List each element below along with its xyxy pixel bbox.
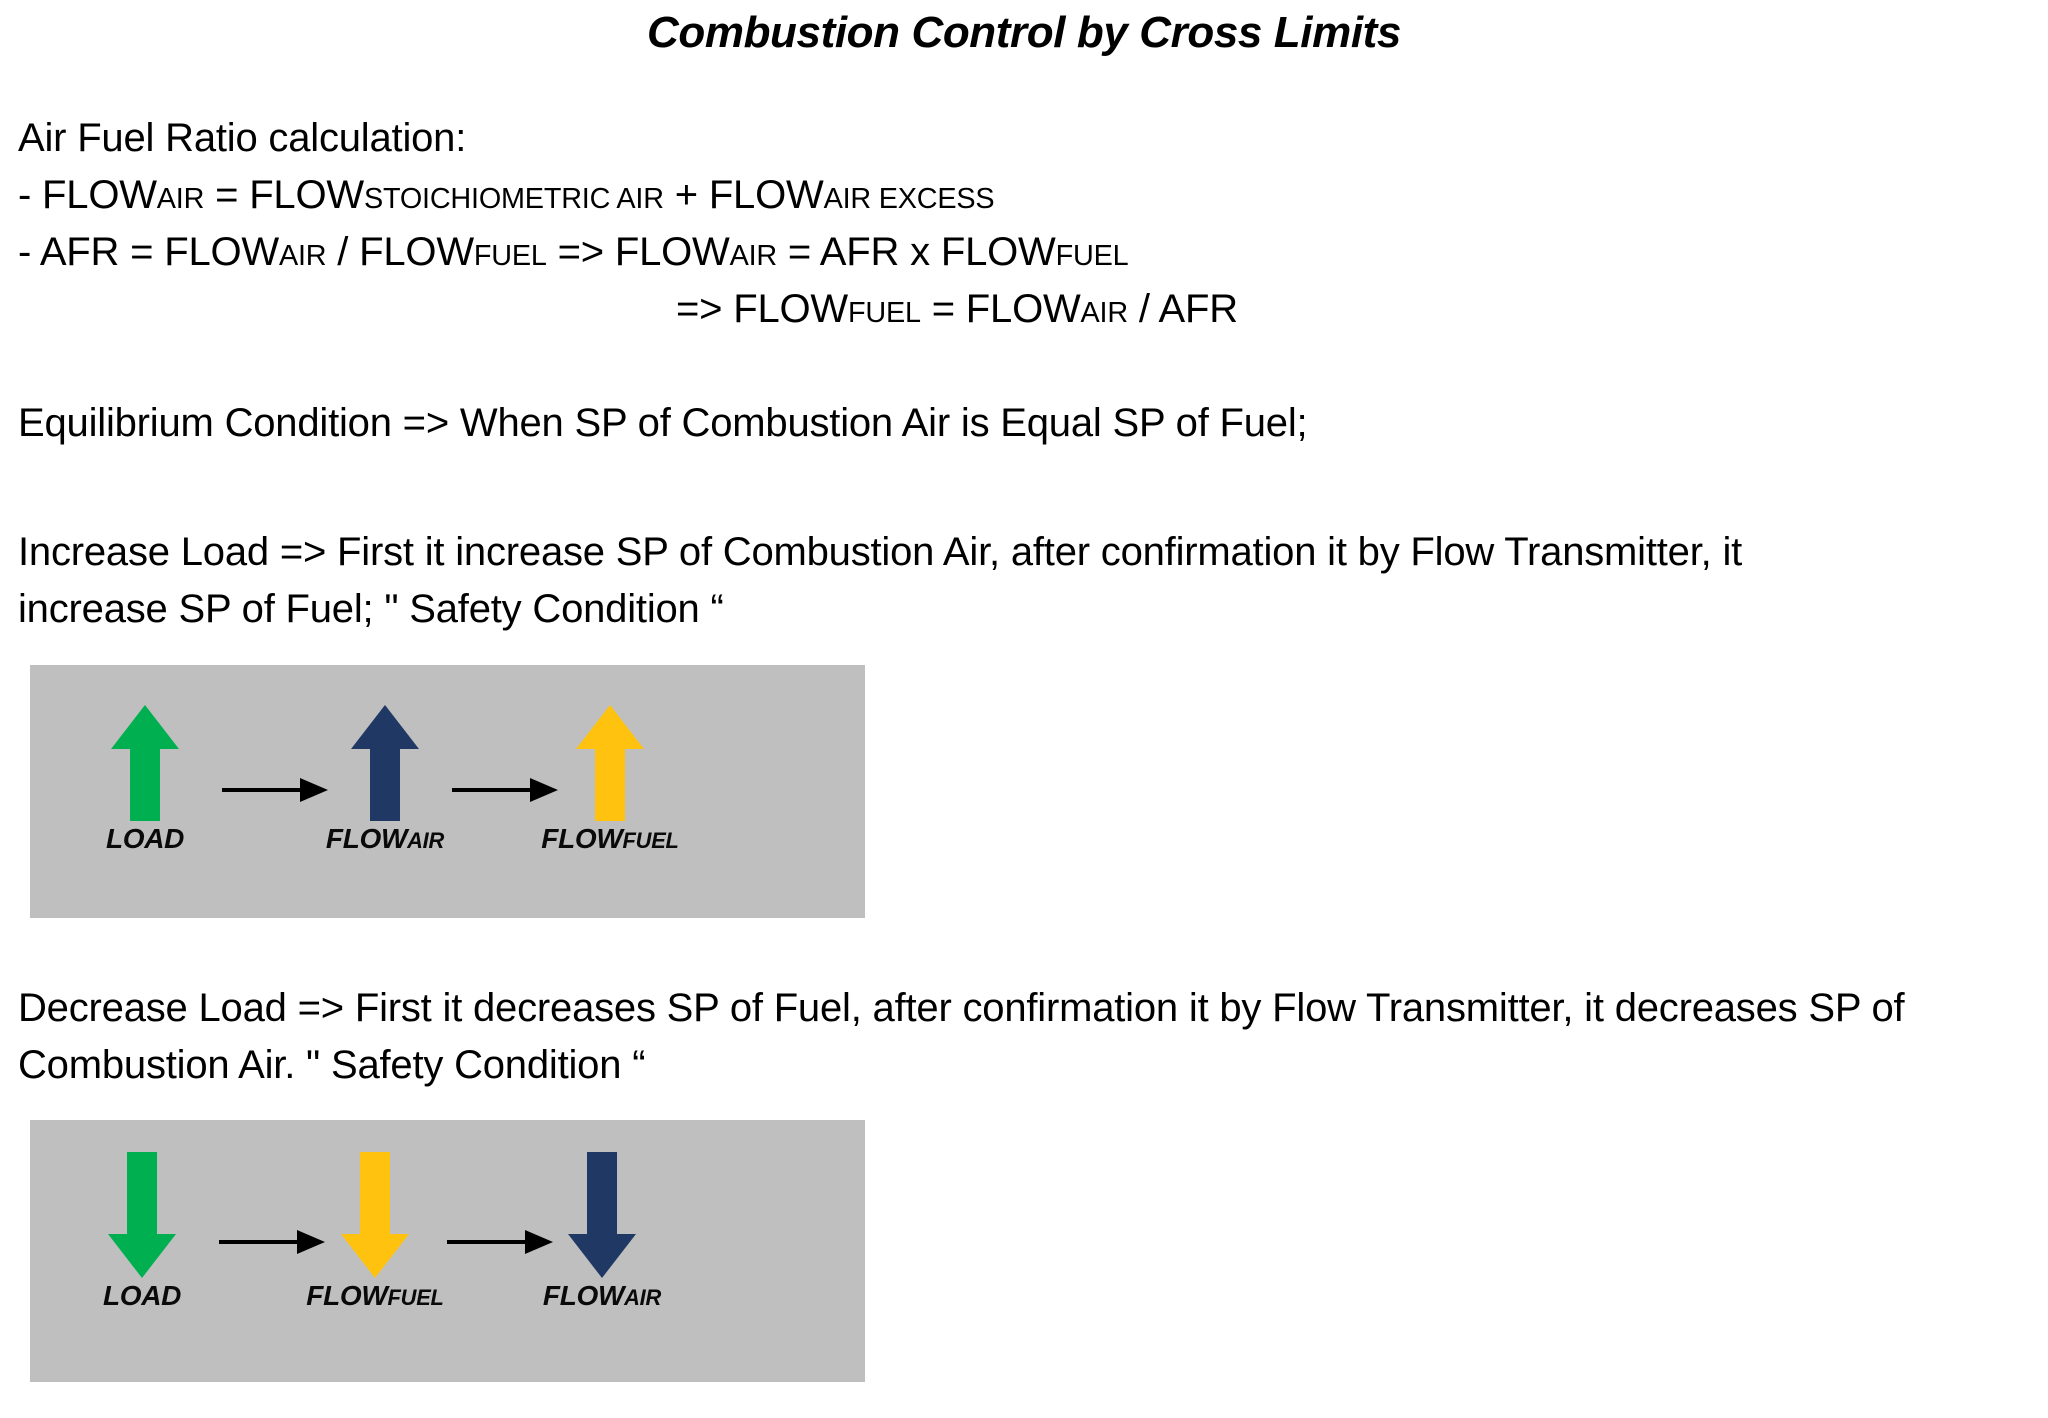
diagram-stage-flow-air-down: FLOWAIR xyxy=(512,1150,692,1312)
stage-label-main: LOAD xyxy=(105,823,185,854)
formula-2-afr-2: AFR xyxy=(819,230,900,274)
formula-3-sub-fuel: FUEL xyxy=(847,297,921,329)
formula-1-flow-1: FLOW xyxy=(42,173,157,217)
equilibrium-statement: Equilibrium Condition => When SP of Comb… xyxy=(18,401,1308,445)
formula-1-sub-stoich: STOICHIOMETRIC AIR xyxy=(363,183,664,215)
formula-line-3: => FLOWFUEL = FLOWAIR / AFR xyxy=(676,281,1238,342)
diagram-stage-label: LOAD xyxy=(55,823,235,855)
increase-load-diagram: LOAD FLOWAIR FLOWFUEL xyxy=(30,665,865,918)
diagram-stage-label: FLOWAIR xyxy=(512,1280,692,1312)
arrow-down-icon xyxy=(341,1152,409,1278)
formula-line-2: - AFR = FLOWAIR / FLOWFUEL => FLOWAIR = … xyxy=(18,224,1129,285)
stage-label-main: LOAD xyxy=(102,1280,182,1311)
formula-3-sub-air: AIR xyxy=(1080,297,1129,329)
formula-1-eq: = xyxy=(204,173,250,217)
arrow-down-icon xyxy=(108,1152,176,1278)
diagram-stage-load-up: LOAD xyxy=(55,703,235,855)
stage-label-sub: AIR xyxy=(407,828,445,853)
formula-2-dash: - xyxy=(18,230,40,274)
formula-2-sub-air-1: AIR xyxy=(278,240,327,272)
formula-2-flow-2: FLOW xyxy=(359,230,474,274)
formula-2-times: x xyxy=(899,230,941,274)
stage-label-main: FLOW xyxy=(541,823,623,854)
diagram-stage-flow-air-up: FLOWAIR xyxy=(295,703,475,855)
arrow-up-icon xyxy=(351,705,419,821)
decrease-load-paragraph: Decrease Load => First it decreases SP o… xyxy=(18,986,1905,1087)
stage-label-main: FLOW xyxy=(542,1280,625,1311)
stage-label-sub: AIR xyxy=(624,1285,662,1310)
diagram-stage-flow-fuel-up: FLOWFUEL xyxy=(520,703,700,855)
stage-label-sub: FUEL xyxy=(622,828,679,853)
formula-2-implies: => xyxy=(546,230,615,274)
formula-1-flow-2: FLOW xyxy=(249,173,364,217)
diagram-stage-label: FLOWAIR xyxy=(295,823,475,855)
diagram-stage-label: LOAD xyxy=(52,1280,232,1312)
formula-2-flow-1: FLOW xyxy=(164,230,279,274)
arrow-up-icon xyxy=(576,705,644,821)
formula-2-slash: / xyxy=(326,230,360,274)
formula-3-slash: / xyxy=(1127,287,1159,331)
formula-3-eq: = xyxy=(920,287,966,331)
formula-1-sub-air: AIR xyxy=(156,183,205,215)
stage-label-main: FLOW xyxy=(306,1280,388,1311)
formula-2-sub-air-2: AIR xyxy=(729,240,778,272)
formula-2-sub-fuel-2: FUEL xyxy=(1055,240,1129,272)
stage-label-sub: FUEL xyxy=(387,1285,444,1310)
formula-3-flow-1: FLOW xyxy=(733,287,848,331)
arrow-up-icon xyxy=(111,705,179,821)
formula-1-plus: + xyxy=(663,173,709,217)
formula-3-implies: => xyxy=(676,287,734,331)
increase-load-paragraph: Increase Load => First it increase SP of… xyxy=(18,530,1743,631)
diagram-stage-label: FLOWFUEL xyxy=(285,1280,465,1312)
arrow-right-icon xyxy=(452,778,558,802)
diagram-stage-load-down: LOAD xyxy=(52,1150,232,1312)
afr-heading: Air Fuel Ratio calculation: xyxy=(18,116,467,160)
formula-2-eq-2: = xyxy=(777,230,820,274)
page-title: Combustion Control by Cross Limits xyxy=(647,8,1401,57)
diagram-stage-label: FLOWFUEL xyxy=(520,823,700,855)
formula-2-eq-1: = xyxy=(119,230,165,274)
formula-2-sub-fuel-1: FUEL xyxy=(473,240,547,272)
stage-label-main: FLOW xyxy=(325,823,408,854)
decrease-load-diagram: LOAD FLOWFUEL FLOWAIR xyxy=(30,1120,865,1382)
formula-1-sub-air-excess: AIR EXCESS xyxy=(823,183,995,215)
formula-1-dash: - xyxy=(18,173,43,217)
arrow-right-icon xyxy=(447,1230,553,1254)
diagram-stage-flow-fuel-down: FLOWFUEL xyxy=(285,1150,465,1312)
formula-3-afr: AFR xyxy=(1158,287,1239,331)
formula-2-flow-4: FLOW xyxy=(940,230,1056,274)
formula-1-flow-3: FLOW xyxy=(708,173,824,217)
arrow-right-icon xyxy=(222,778,328,802)
formula-line-1: - FLOWAIR = FLOWSTOICHIOMETRIC AIR + FLO… xyxy=(18,167,995,228)
arrow-right-icon xyxy=(219,1230,325,1254)
formula-2-flow-3: FLOW xyxy=(614,230,730,274)
formula-3-flow-2: FLOW xyxy=(965,287,1081,331)
formula-2-afr-1: AFR xyxy=(39,230,120,274)
arrow-down-icon xyxy=(568,1152,636,1278)
